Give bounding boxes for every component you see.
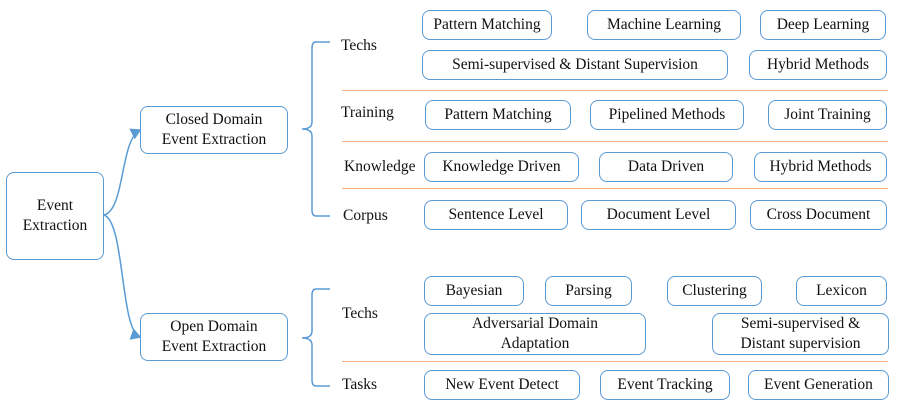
closed-techs-item: Hybrid Methods (749, 50, 887, 80)
closed-bracket (301, 41, 330, 217)
closed-knowledge-item: Hybrid Methods (754, 152, 887, 182)
closed-training-label: Training (341, 104, 394, 121)
closed-training-item: Joint Training (768, 100, 887, 130)
open-tasks-item: Event Tracking (600, 370, 730, 400)
separator-line (342, 141, 888, 142)
open-techs-item: Parsing (545, 276, 632, 306)
open-techs-item: Clustering (667, 276, 762, 306)
open-techs-item: Semi-supervised & Distant supervision (712, 313, 889, 355)
open-techs-item: Lexicon (796, 276, 887, 306)
closed-corpus-item: Document Level (581, 200, 736, 230)
closed-knowledge-item: Data Driven (599, 152, 733, 182)
closed-knowledge-item: Knowledge Driven (424, 152, 579, 182)
arrow-to-open (103, 214, 142, 340)
open-tasks-item: Event Generation (748, 370, 889, 400)
closed-corpus-item: Sentence Level (424, 200, 568, 230)
closed-techs-label: Techs (341, 37, 377, 54)
closed-knowledge-label: Knowledge (344, 158, 416, 175)
closed-techs-item: Semi-supervised & Distant Supervision (422, 50, 728, 80)
open-techs-label: Techs (342, 305, 378, 322)
closed-training-item: Pipelined Methods (590, 100, 744, 130)
separator-line (342, 361, 888, 362)
separator-line (342, 90, 888, 91)
root-node-event-extraction: Event Extraction (6, 172, 104, 260)
closed-domain-node: Closed Domain Event Extraction (140, 106, 288, 154)
closed-techs-item: Machine Learning (587, 10, 741, 40)
closed-techs-item: Pattern Matching (422, 10, 552, 40)
closed-techs-item: Deep Learning (760, 10, 886, 40)
open-domain-node: Open Domain Event Extraction (140, 313, 288, 361)
open-techs-item: Adversarial Domain Adaptation (424, 313, 646, 355)
open-tasks-label: Tasks (342, 376, 378, 393)
closed-corpus-item: Cross Document (750, 200, 887, 230)
open-bracket (301, 288, 330, 387)
arrow-to-closed (103, 128, 142, 216)
open-techs-item: Bayesian (424, 276, 524, 306)
closed-corpus-label: Corpus (343, 207, 388, 224)
separator-line (342, 188, 888, 189)
open-tasks-item: New Event Detect (424, 370, 580, 400)
closed-training-item: Pattern Matching (425, 100, 571, 130)
